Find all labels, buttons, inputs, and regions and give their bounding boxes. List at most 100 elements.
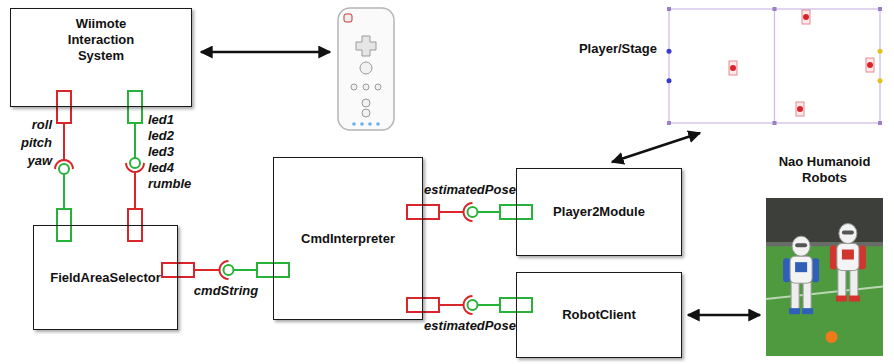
component-name: CmdInterpreter	[301, 231, 395, 247]
drawing-part	[478, 304, 501, 306]
drawing-part	[766, 242, 883, 246]
wiimote-link-arrow	[201, 51, 330, 54]
drawing-part	[837, 244, 859, 271]
interface-label: roll pitch yaw	[21, 116, 52, 170]
drawing-part	[766, 286, 883, 299]
drawing-part	[360, 62, 372, 74]
drawing-part	[842, 231, 854, 235]
drawing-part	[667, 121, 671, 125]
drawing-part	[376, 122, 380, 126]
drawing-part	[362, 99, 370, 107]
drawing-part	[730, 65, 736, 71]
drawing-part	[836, 296, 847, 302]
drawing-part	[130, 158, 140, 168]
component-box: FieldAreaSelector	[33, 225, 178, 330]
drawing-part	[796, 102, 804, 116]
drawing-part	[468, 207, 478, 217]
drawing-part	[812, 258, 819, 282]
drawing-part	[439, 304, 464, 306]
drawing-part	[407, 298, 439, 312]
drawing-part	[773, 7, 777, 11]
drawing-part	[774, 9, 775, 123]
drawing-part	[878, 78, 883, 83]
drawing-part	[866, 58, 874, 72]
drawing-part	[669, 9, 880, 123]
node-heading: Player/Stage	[575, 41, 657, 57]
interface-label: led1 led2 led3 led4 rumble	[148, 112, 191, 192]
drawing-part	[838, 270, 846, 298]
drawing-part	[795, 262, 807, 272]
drawing-part	[796, 102, 804, 116]
drawing-part	[468, 300, 478, 310]
drawing-part	[128, 91, 142, 123]
drawing-part	[773, 121, 777, 125]
drawing-part	[791, 282, 799, 310]
interface-label: estimatedPose	[424, 318, 516, 334]
drawing-part	[878, 7, 882, 11]
interface-connector	[162, 261, 289, 279]
drawing-part	[803, 282, 811, 310]
interface-connector	[407, 296, 532, 314]
drawing-part	[344, 14, 352, 22]
interface-connector	[407, 203, 532, 221]
drawing-part	[790, 256, 812, 283]
drawing-part	[352, 122, 356, 126]
interface-label: estimatedPose	[424, 182, 516, 198]
drawing-part	[194, 269, 220, 271]
drawing-part	[224, 265, 234, 275]
drawing-part	[351, 84, 357, 90]
component-box: RobotClient	[516, 272, 682, 358]
drawing-part	[830, 246, 837, 270]
drawing-part	[797, 106, 803, 112]
drawing-part	[803, 14, 809, 20]
drawing-part	[162, 263, 194, 277]
drawing-part	[729, 61, 737, 75]
robot-photo-illustration	[766, 198, 883, 356]
wii-remote-illustration	[338, 8, 394, 130]
drawing-part	[802, 308, 813, 314]
node-heading: Nao Humanoid Robots	[762, 154, 887, 186]
drawing-part	[407, 205, 439, 219]
component-box: CmdInterpreter	[273, 157, 423, 320]
drawing-part	[57, 91, 71, 123]
drawing-part	[878, 121, 882, 125]
drawing-part	[792, 236, 810, 256]
drawing-part	[363, 84, 369, 90]
drawing-part	[795, 243, 807, 247]
component-name: FieldAreaSelector	[50, 270, 161, 286]
drawing-part	[478, 211, 501, 213]
component-name: RobotClient	[562, 307, 636, 323]
drawing-part	[667, 49, 672, 54]
drawing-part	[688, 314, 760, 317]
drawing-part	[134, 172, 136, 209]
interface-connector	[126, 91, 144, 241]
drawing-part	[802, 10, 810, 24]
drawing-part	[439, 211, 464, 213]
drawing-part	[830, 224, 866, 302]
data-link-arrow	[688, 315, 760, 316]
drawing-part	[665, 5, 884, 127]
drawing-part	[850, 270, 858, 298]
drawing-part	[362, 109, 370, 117]
drawing-part	[789, 308, 800, 314]
simulator-view: Player/Stage	[665, 5, 884, 127]
drawing-part	[338, 8, 394, 130]
drawing-part	[360, 122, 364, 126]
interface-connector	[55, 91, 73, 241]
drawing-part	[63, 123, 65, 160]
drawing-part	[63, 174, 65, 209]
drawing-part	[134, 123, 136, 158]
component-name: Player2Module	[553, 204, 645, 220]
drawing-part	[667, 7, 671, 11]
data-link-arrow	[612, 133, 700, 162]
drawing-part	[802, 10, 810, 24]
component-box: Player2Module	[516, 168, 682, 256]
drawing-part	[867, 62, 873, 68]
drawing-part	[59, 164, 69, 174]
drawing-part	[839, 224, 857, 244]
drawing-part	[849, 296, 860, 302]
drawing-part	[667, 78, 672, 83]
drawing-part	[766, 198, 883, 242]
